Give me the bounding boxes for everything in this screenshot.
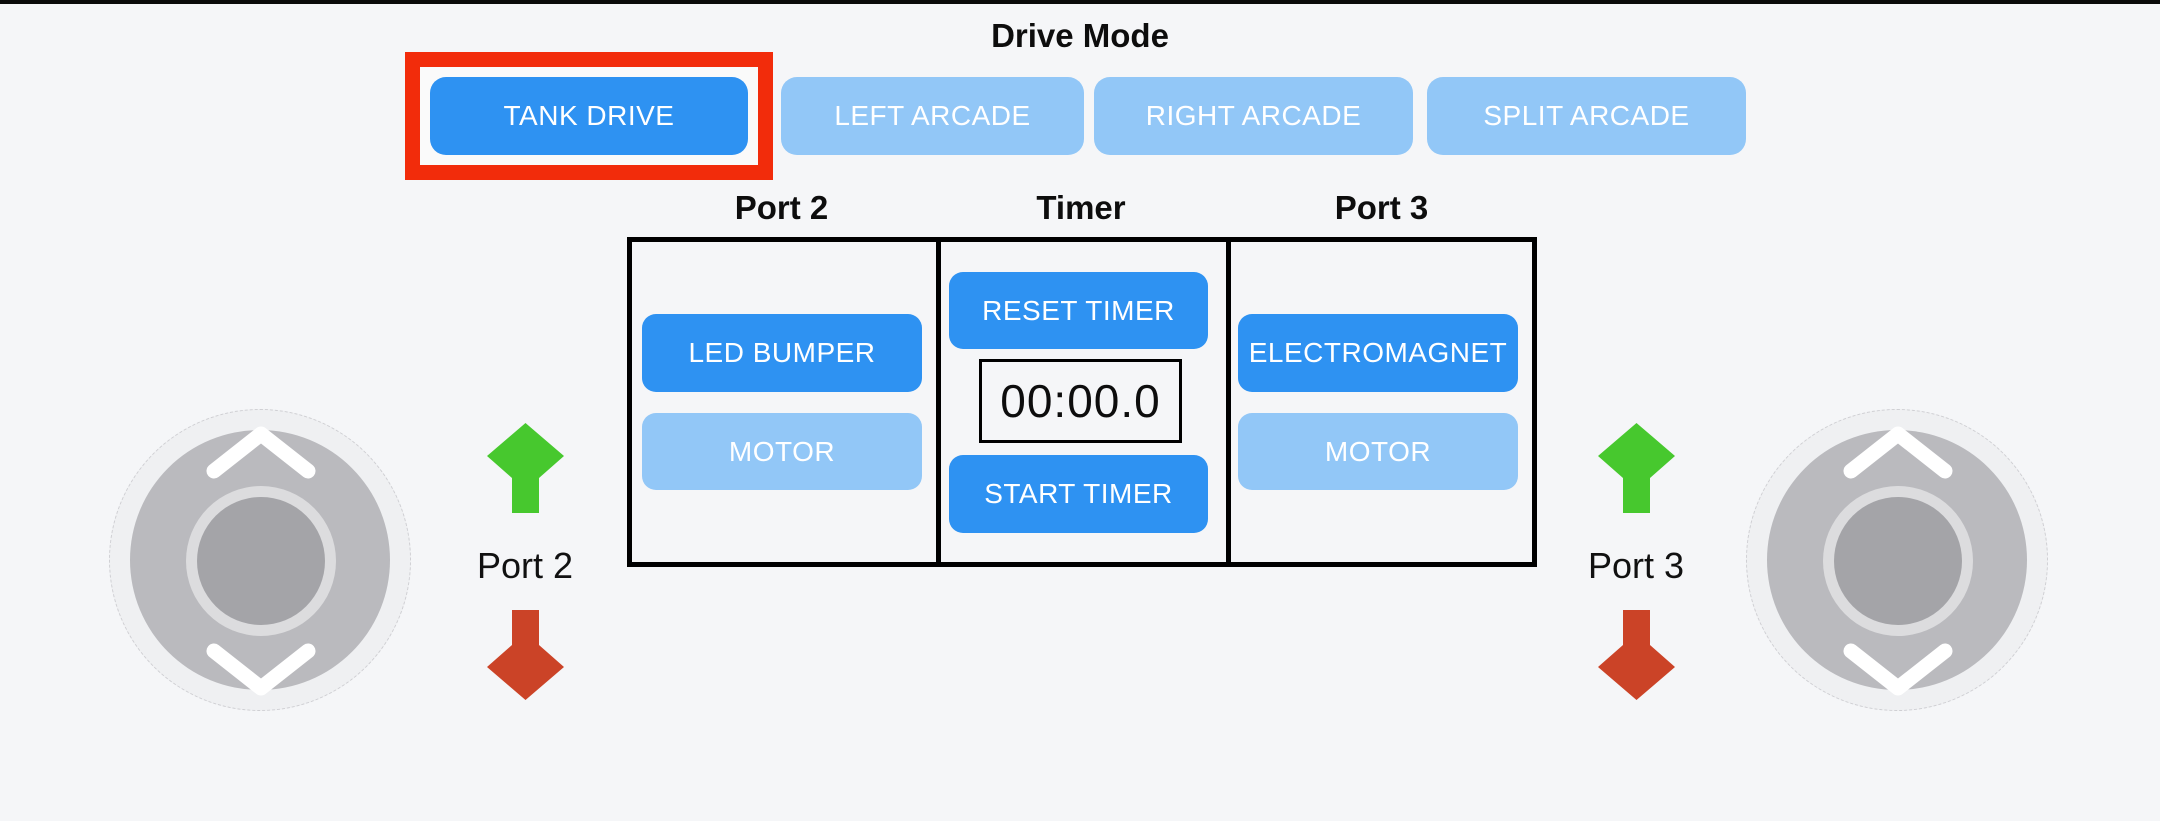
timer-display: 00:00.0 (979, 359, 1182, 443)
drive-mode-button-row: TANK DRIVE LEFT ARCADE RIGHT ARCADE SPLI… (405, 52, 1746, 180)
right-joystick-knob[interactable] (1834, 497, 1962, 625)
electromagnet-button[interactable]: ELECTROMAGNET (1238, 314, 1518, 392)
port2-column-header: Port 2 (734, 189, 829, 226)
top-border-line (0, 0, 2160, 4)
joystick-vertical-chevrons-icon (1843, 426, 1953, 696)
right-arcade-button[interactable]: RIGHT ARCADE (1094, 77, 1413, 155)
joystick-vertical-chevrons-icon (206, 426, 316, 696)
port2-motor-button[interactable]: MOTOR (642, 413, 922, 490)
control-panel-table: LED BUMPER MOTOR RESET TIMER 00:00.0 STA… (627, 237, 1537, 567)
down-arrow-icon (486, 610, 564, 700)
left-joystick[interactable] (109, 409, 411, 711)
up-arrow-icon (1597, 423, 1675, 513)
reset-timer-button[interactable]: RESET TIMER (949, 272, 1208, 349)
tank-drive-button[interactable]: TANK DRIVE (430, 77, 748, 155)
port2-direction-indicators: Port 2 (445, 423, 605, 700)
port3-direction-indicators: Port 3 (1556, 423, 1716, 700)
split-arcade-button[interactable]: SPLIT ARCADE (1427, 77, 1746, 155)
left-joystick-knob[interactable] (197, 497, 325, 625)
port2-side-label: Port 2 (476, 545, 574, 586)
timer-column-header: Timer (1036, 189, 1126, 226)
timer-cell: RESET TIMER 00:00.0 START TIMER (936, 242, 1231, 562)
port2-cell: LED BUMPER MOTOR (632, 242, 936, 562)
drive-mode-title: Drive Mode (991, 17, 1169, 54)
port3-cell: ELECTROMAGNET MOTOR (1231, 242, 1532, 562)
port3-column-header: Port 3 (1334, 189, 1429, 226)
up-arrow-icon (486, 423, 564, 513)
drive-mode-highlight-box: TANK DRIVE (405, 52, 773, 180)
down-arrow-icon (1597, 610, 1675, 700)
port3-motor-button[interactable]: MOTOR (1238, 413, 1518, 490)
port3-side-label: Port 3 (1587, 545, 1685, 586)
start-timer-button[interactable]: START TIMER (949, 455, 1208, 533)
led-bumper-button[interactable]: LED BUMPER (642, 314, 922, 392)
left-arcade-button[interactable]: LEFT ARCADE (781, 77, 1084, 155)
right-joystick[interactable] (1746, 409, 2048, 711)
